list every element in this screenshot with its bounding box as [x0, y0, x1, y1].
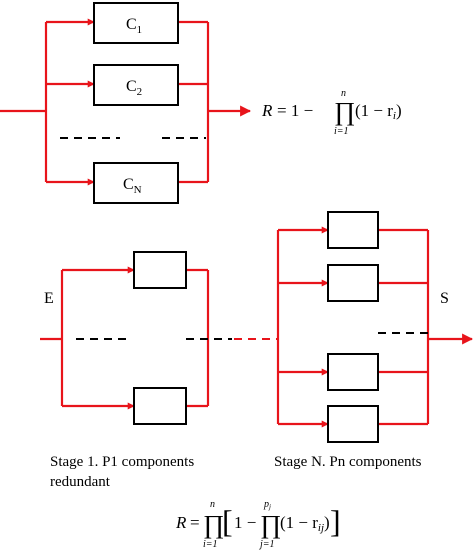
formula-bottom-outer-lower: i=1 [203, 539, 218, 550]
formula-bottom-term: (1 − rij) [280, 513, 330, 534]
component-box-c1 [93, 2, 179, 44]
formula-bottom-outer-product: ∏ [203, 510, 224, 539]
formula-bottom-one-minus: 1 − [234, 513, 256, 532]
formula-bottom-bracket-open: [ [222, 503, 233, 539]
formula-bottom-bracket-close: ] [330, 503, 341, 539]
formula-top-lhs: R [261, 101, 273, 120]
caption-stage-1-line1: Stage 1. P1 components [50, 454, 195, 470]
stagen-component-3 [327, 353, 379, 391]
formula-bottom-inner-lower: j=1 [258, 539, 275, 550]
component-label-c2: C2 [126, 78, 142, 98]
caption-stage-1-line2: redundant [50, 474, 110, 490]
formula-bottom-inner-upper: pj [263, 499, 271, 511]
caption-stage-1: Stage 1. P1 components redundant [50, 452, 194, 492]
component-label-cn: CN [123, 176, 142, 196]
bottom-series-parallel-system: E [40, 211, 474, 550]
formula-top-lower: i=1 [334, 126, 349, 137]
caption-stage-n: Stage N. Pn components [274, 454, 422, 470]
formula-bottom-inner-product: ∏ [260, 510, 281, 539]
formula-top-upper: n [341, 88, 346, 99]
stage-1 [60, 251, 232, 425]
component-label-c1: C1 [126, 16, 142, 36]
formula-bottom-eq: = [190, 513, 200, 532]
component-box-cn [93, 162, 179, 204]
stage1-component-top [133, 251, 187, 289]
formula-top-term: (1 − ri) [355, 101, 402, 122]
formula-bottom-outer-upper: n [210, 499, 215, 510]
stagen-component-1 [327, 211, 379, 249]
component-box-c2 [93, 64, 179, 106]
formula-bottom-lhs: R [175, 513, 187, 532]
series-parallel-reliability-formula: R = n ∏ i=1 [ 1 − pj ∏ j=1 (1 − rij) ] [175, 499, 341, 550]
stagen-component-2 [327, 264, 379, 302]
formula-top-rhs-start: = 1 − [277, 101, 313, 120]
stage-n [276, 211, 430, 443]
parallel-reliability-formula: R = 1 − n ∏ i=1 (1 − ri) [261, 88, 402, 137]
input-label-e: E [44, 290, 54, 307]
stage1-component-bottom [133, 387, 187, 425]
stagen-component-4 [327, 405, 379, 443]
formula-top-product: ∏ [334, 97, 355, 126]
top-parallel-system: C1 C2 CN R = 1 − n ∏ i=1 (1 − ri) [0, 2, 402, 204]
output-label-s: S [440, 290, 449, 307]
